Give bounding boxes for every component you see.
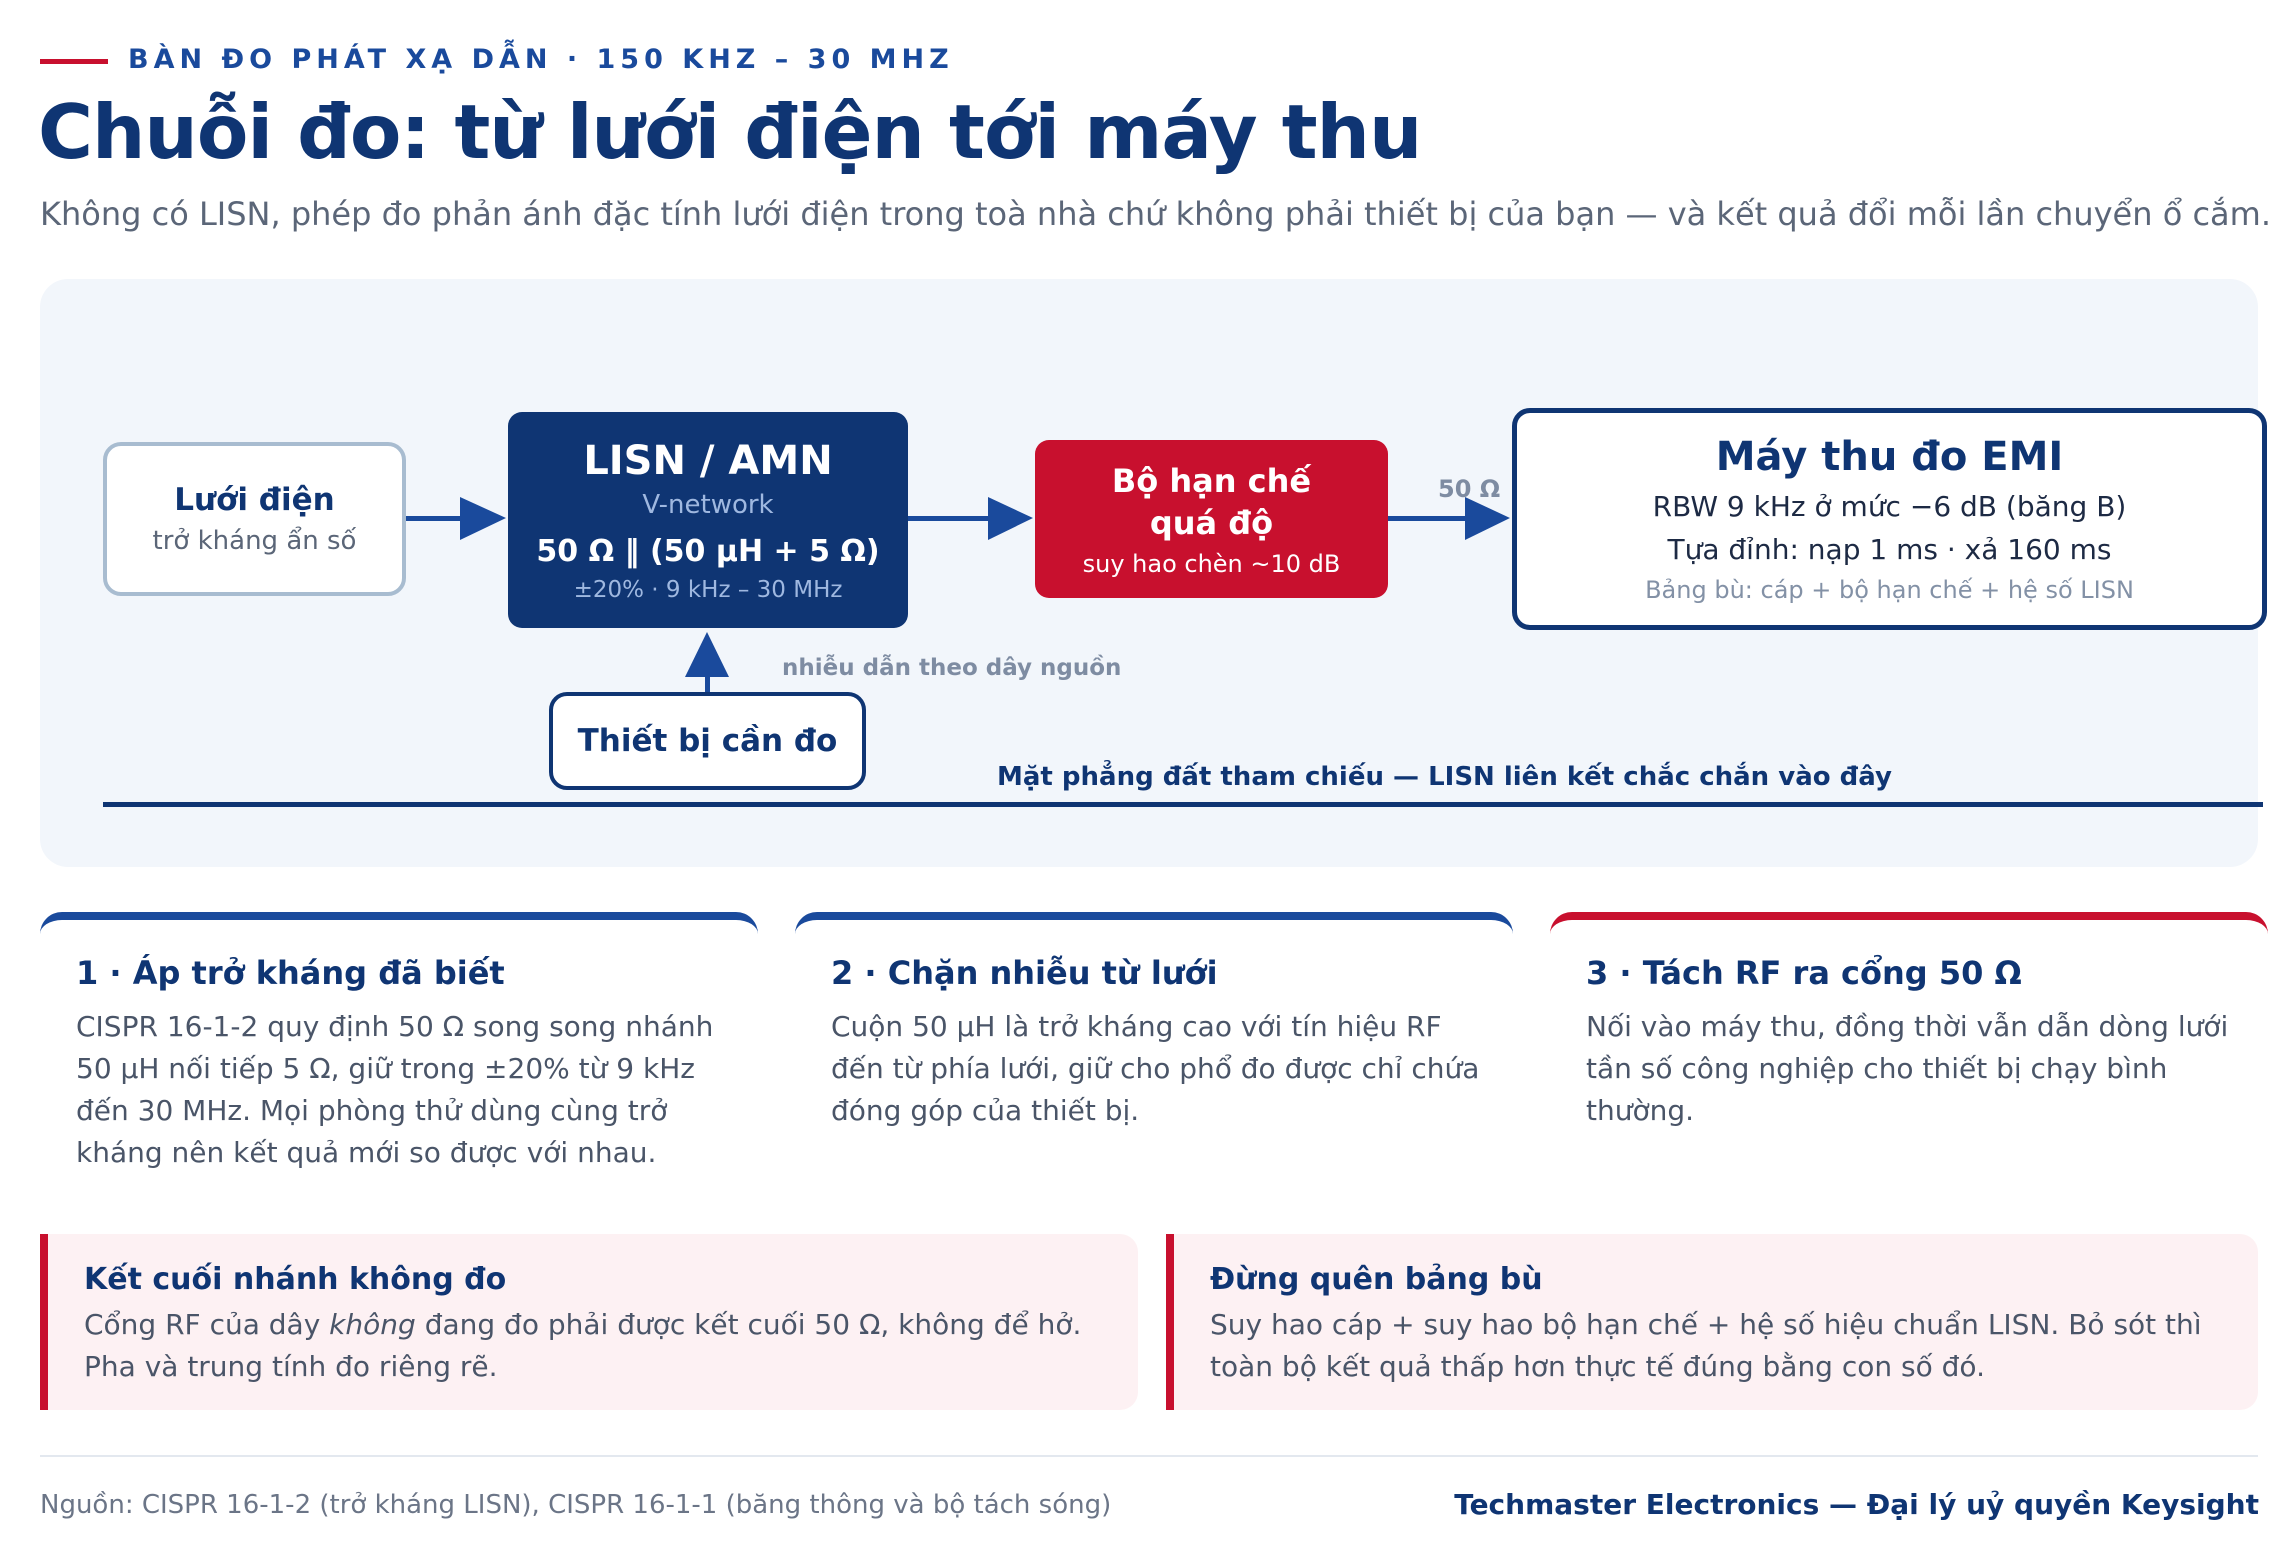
card-title: 1 · Áp trở kháng đã biết: [76, 954, 505, 992]
card-rf-port: 3 · Tách RF ra cổng 50 Ω Nối vào máy thu…: [1550, 912, 2268, 1162]
footer-source: Nguồn: CISPR 16-1-2 (trở kháng LISN), CI…: [40, 1490, 1112, 1520]
lisn-impedance-formula: 50 Ω ‖ (50 µH + 5 Ω): [536, 533, 880, 569]
page-subtitle: Không có LISN, phép đo phản ánh đặc tính…: [40, 195, 2271, 233]
mains-box: Lưới điện trở kháng ẩn số: [103, 442, 406, 596]
eyebrow-label: BÀN ĐO PHÁT XẠ DẪN · 150 KHZ – 30 MHZ: [128, 44, 954, 75]
card-body: CISPR 16-1-2 quy định 50 Ω song song nhá…: [76, 1010, 714, 1169]
arrow-lisn-limiter-head: [988, 497, 1033, 540]
receiver-compensation: Bảng bù: cáp + bộ hạn chế + hệ số LISN: [1645, 576, 2134, 604]
receiver-quasi-peak: Tựa đỉnh: nạp 1 ms · xả 160 ms: [1667, 533, 2112, 566]
callout-body-pre: Cổng RF của dây: [84, 1308, 330, 1341]
callout-terminate-unused: Kết cuối nhánh không đo Cổng RF của dây …: [40, 1234, 1138, 1410]
label-ground-plane: Mặt phẳng đất tham chiếu — LISN liên kết…: [997, 762, 1892, 792]
card-known-impedance: 1 · Áp trở kháng đã biết CISPR 16-1-2 qu…: [40, 912, 758, 1169]
mains-subtitle: trở kháng ẩn số: [152, 526, 357, 556]
limiter-title: Bộ hạn chế quá độ: [1111, 462, 1312, 542]
callout-body-post: đang đo phải được kết cuối 50 Ω, không đ…: [84, 1308, 1082, 1383]
arrow-dut-lisn-shaft: [705, 672, 710, 694]
dut-box: Thiết bị cần đo: [549, 692, 866, 790]
dut-title: Thiết bị cần đo: [577, 723, 838, 759]
card-body: Cuộn 50 µH là trở kháng cao với tín hiệu…: [831, 1010, 1480, 1127]
lisn-box: LISN / AMN V-network 50 Ω ‖ (50 µH + 5 Ω…: [508, 412, 908, 628]
receiver-box: Máy thu đo EMI RBW 9 kHz ở mức −6 dB (bă…: [1512, 408, 2267, 630]
arrow-limiter-receiver-shaft: [1388, 516, 1468, 521]
limiter-subtitle: suy hao chèn ~10 dB: [1082, 550, 1341, 578]
arrow-lisn-limiter-shaft: [908, 516, 994, 521]
card-block-mains-noise: 2 · Chặn nhiễu từ lưới Cuộn 50 µH là trở…: [795, 912, 1513, 1162]
label-conducted-noise: nhiễu dẫn theo dây nguồn: [782, 655, 1122, 681]
card-title: 2 · Chặn nhiễu từ lưới: [831, 954, 1218, 992]
mains-title: Lưới điện: [174, 482, 335, 518]
callout-body: Suy hao cáp + suy hao bộ hạn chế + hệ số…: [1210, 1308, 2202, 1383]
page-title: Chuỗi đo: từ lưới điện tới máy thu: [38, 88, 1422, 176]
callout-compensation-table: Đừng quên bảng bù Suy hao cáp + suy hao …: [1166, 1234, 2258, 1410]
receiver-title: Máy thu đo EMI: [1715, 434, 2064, 480]
lisn-subtitle: V-network: [642, 489, 774, 520]
arrow-mains-lisn-shaft: [406, 516, 468, 521]
footer-divider: [40, 1455, 2258, 1457]
card-body: Nối vào máy thu, đồng thời vẫn dẫn dòng …: [1586, 1010, 2229, 1127]
arrow-mains-lisn-head: [460, 497, 506, 540]
limiter-box: Bộ hạn chế quá độ suy hao chèn ~10 dB: [1035, 440, 1388, 598]
lisn-range: ±20% · 9 kHz – 30 MHz: [573, 576, 843, 603]
callout-title: Kết cuối nhánh không đo: [84, 1262, 507, 1297]
arrow-dut-lisn-head: [685, 632, 729, 677]
callout-title: Đừng quên bảng bù: [1210, 1262, 1543, 1297]
arrow-limiter-receiver-head: [1465, 497, 1510, 540]
callout-body: Cổng RF của dây không đang đo phải được …: [84, 1304, 1108, 1388]
card-title: 3 · Tách RF ra cổng 50 Ω: [1586, 954, 2022, 992]
eyebrow-accent-line: [40, 59, 108, 64]
footer-brand: Techmaster Electronics — Đại lý uỷ quyền…: [1454, 1488, 2259, 1521]
callout-body-emphasis: không: [329, 1308, 416, 1341]
receiver-rbw: RBW 9 kHz ở mức −6 dB (băng B): [1652, 490, 2127, 523]
label-50-ohm: 50 Ω: [1438, 475, 1501, 503]
ground-plane-line: [103, 802, 2263, 807]
lisn-title: LISN / AMN: [583, 437, 833, 484]
